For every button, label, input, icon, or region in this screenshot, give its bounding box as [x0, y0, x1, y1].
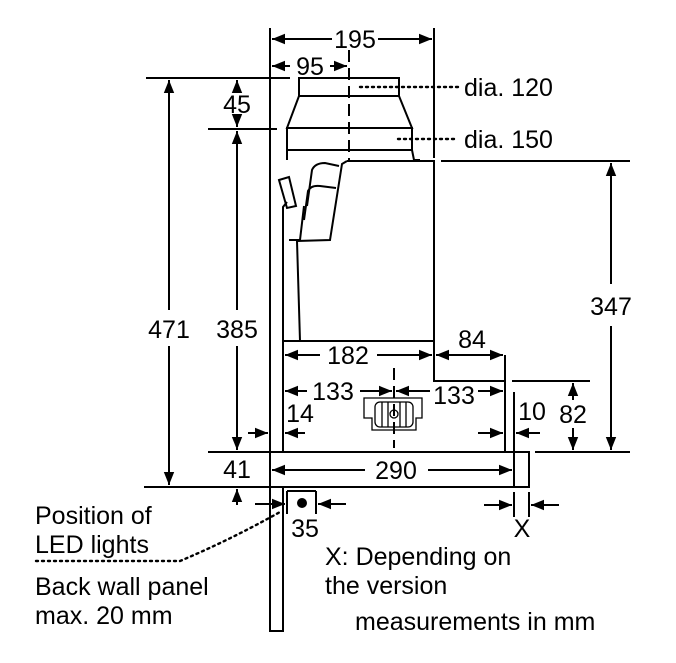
dim-label-133-right: 133	[433, 382, 475, 410]
dim-label-14: 14	[286, 400, 314, 428]
dim-label-45: 45	[223, 91, 251, 119]
dim-label-347: 347	[590, 293, 632, 321]
dim-label-x: X	[514, 515, 531, 543]
label-led-line2: LED lights	[35, 531, 149, 559]
variable-strip	[513, 451, 530, 488]
led-leader	[34, 510, 282, 563]
dim-label-290: 290	[375, 457, 417, 485]
dim-label-41: 41	[223, 456, 251, 484]
label-units-note: measurements in mm	[355, 608, 595, 636]
dim-label-84: 84	[458, 326, 486, 354]
dim-label-95: 95	[296, 53, 324, 81]
label-x-note-line2: the version	[325, 572, 447, 600]
dim-label-471: 471	[148, 316, 190, 344]
back-wall-panel	[269, 486, 284, 632]
label-x-note-line1: X: Depending on	[325, 543, 511, 571]
dim-label-35: 35	[291, 515, 319, 543]
label-led-line1: Position of	[35, 502, 152, 530]
light-module-icon	[363, 368, 423, 448]
dim-label-195: 195	[334, 26, 376, 54]
dim-label-385: 385	[216, 316, 258, 344]
dim-label-133-left: 133	[312, 378, 354, 406]
hood-body	[277, 160, 435, 342]
dim-label-10: 10	[518, 398, 546, 426]
label-wall-line1: Back wall panel	[35, 573, 209, 601]
dim-label-182: 182	[327, 342, 369, 370]
label-wall-line2: max. 20 mm	[35, 602, 173, 630]
exhaust-duct	[285, 77, 420, 161]
dim-label-82: 82	[559, 401, 587, 429]
led-position-icon	[297, 498, 307, 508]
label-dia-120: dia. 120	[464, 74, 553, 102]
filter-housing	[282, 341, 506, 452]
label-dia-150: dia. 150	[464, 126, 553, 154]
